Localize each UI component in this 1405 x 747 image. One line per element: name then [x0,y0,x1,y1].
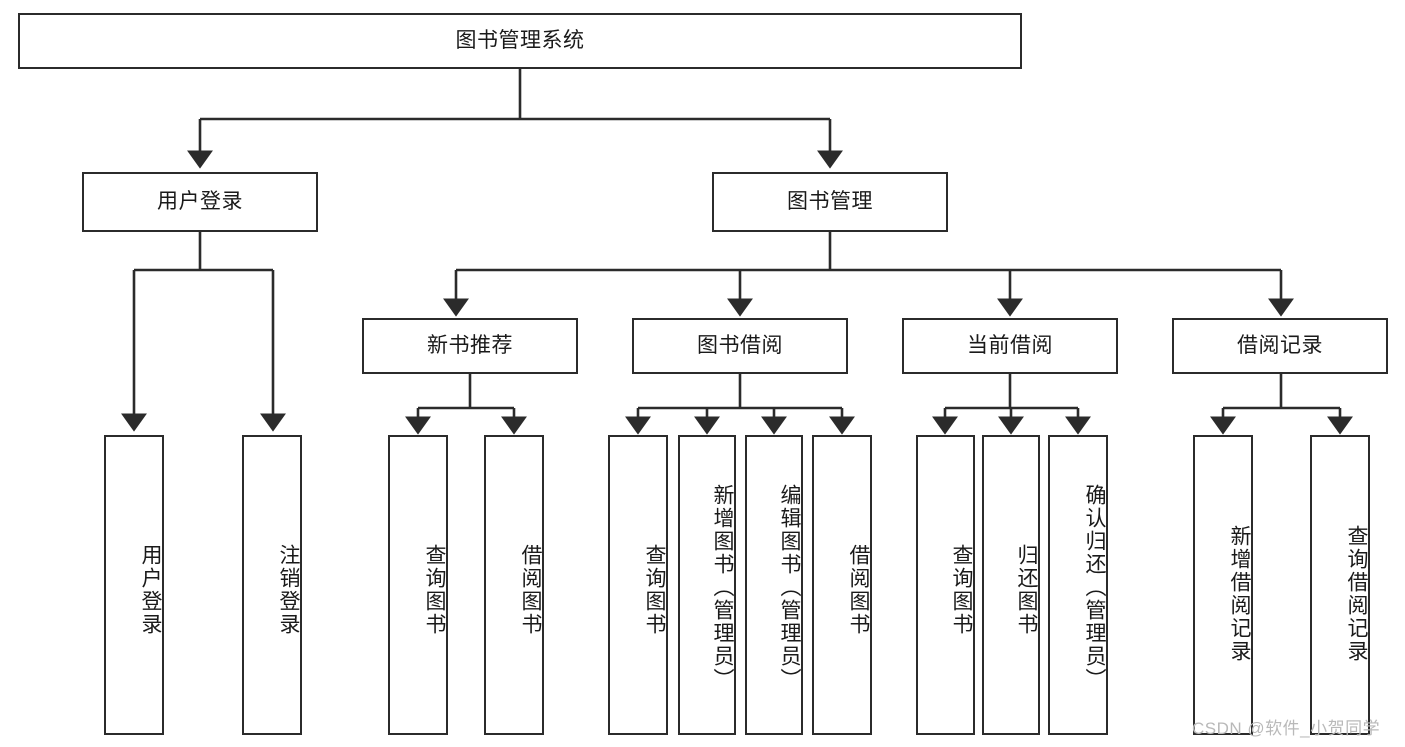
leaf-return-book[interactable]: 归还图书 [982,435,1040,735]
leaf-confirm-return-label: 确认归还（管理员） [1083,483,1106,691]
leaf-user-login-label: 用户登录 [139,544,162,636]
leaf-query-record-label: 查询借阅记录 [1345,525,1368,663]
leaf-user-login[interactable]: 用户登录 [104,435,164,735]
node-user-login-label: 用户登录 [157,190,243,214]
leaf-query-book-rec-label: 查询图书 [423,544,446,636]
leaf-query-record[interactable]: 查询借阅记录 [1310,435,1370,735]
leaf-borrow-book-rec-label: 借阅图书 [519,544,542,636]
leaf-borrow-book-rec[interactable]: 借阅图书 [484,435,544,735]
leaf-query-book-rec[interactable]: 查询图书 [388,435,448,735]
node-current-borrow-label: 当前借阅 [967,334,1053,358]
node-book-manage-label: 图书管理 [787,190,873,214]
leaf-edit-book-label: 编辑图书（管理员） [778,483,801,691]
leaf-borrow-book[interactable]: 借阅图书 [812,435,872,735]
leaf-logout-label: 注销登录 [277,544,300,636]
leaf-add-book-label: 新增图书（管理员） [711,483,734,691]
leaf-confirm-return[interactable]: 确认归还（管理员） [1048,435,1108,735]
leaf-borrow-book-label: 借阅图书 [847,544,870,636]
watermark-csdn: CSDN @软件_小贺同学 [1192,719,1381,738]
leaf-edit-book[interactable]: 编辑图书（管理员） [745,435,803,735]
node-root-label: 图书管理系统 [455,29,585,53]
node-book-borrow-label: 图书借阅 [697,334,783,358]
leaf-return-book-label: 归还图书 [1015,544,1038,636]
node-new-book-rec[interactable]: 新书推荐 [362,318,578,374]
node-new-book-rec-label: 新书推荐 [427,334,513,358]
node-borrow-record-label: 借阅记录 [1237,334,1323,358]
node-borrow-record[interactable]: 借阅记录 [1172,318,1388,374]
leaf-add-book[interactable]: 新增图书（管理员） [678,435,736,735]
leaf-add-record-label: 新增借阅记录 [1228,525,1251,663]
node-book-manage[interactable]: 图书管理 [712,172,948,232]
leaf-query-book-cur[interactable]: 查询图书 [916,435,975,735]
leaf-add-record[interactable]: 新增借阅记录 [1193,435,1253,735]
leaf-query-book-cur-label: 查询图书 [950,544,973,636]
leaf-query-book[interactable]: 查询图书 [608,435,668,735]
node-root[interactable]: 图书管理系统 [18,13,1022,69]
node-book-borrow[interactable]: 图书借阅 [632,318,848,374]
node-current-borrow[interactable]: 当前借阅 [902,318,1118,374]
leaf-logout[interactable]: 注销登录 [242,435,302,735]
leaf-query-book-label: 查询图书 [643,544,666,636]
node-user-login[interactable]: 用户登录 [82,172,318,232]
